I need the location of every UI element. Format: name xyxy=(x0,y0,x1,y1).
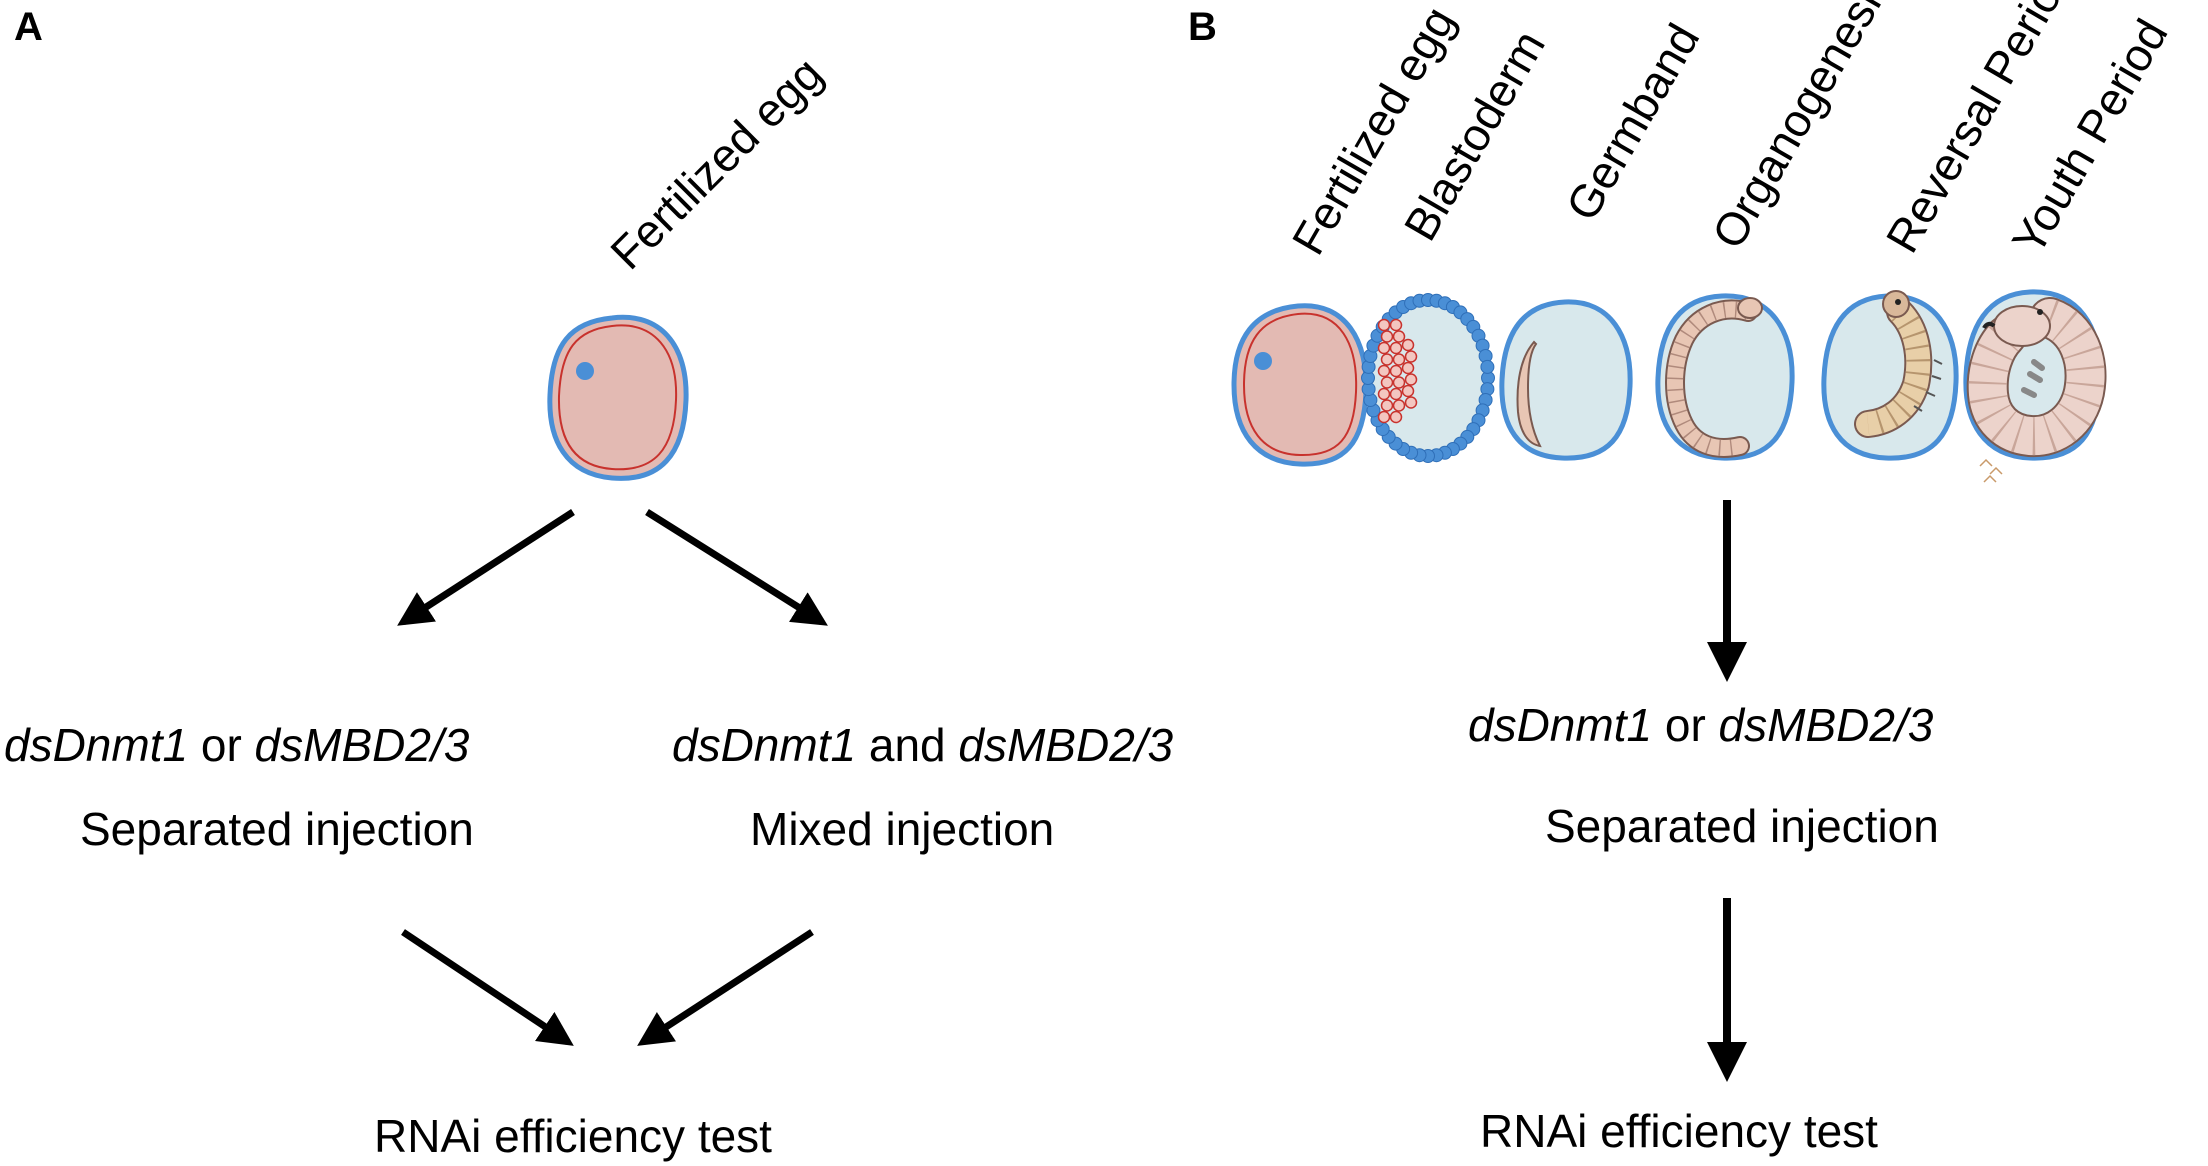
panel-a-egg-label: Fertilized egg xyxy=(600,47,832,279)
stage-reversal-period-icon xyxy=(1821,290,1959,461)
panel-a: A Fertilized egg dsDnmt1 or dsMBD2/3 Sep… xyxy=(4,5,1174,1162)
panel-a-fertilized-egg-icon xyxy=(547,314,689,481)
panel-b-treatments: dsDnmt1 or dsMBD2/3 xyxy=(1468,699,1934,751)
pole-cell xyxy=(1389,410,1403,424)
pole-cell xyxy=(1377,387,1391,401)
pole-cell xyxy=(1401,338,1415,352)
pole-cell xyxy=(1392,330,1406,343)
panel-a-right-connector: and xyxy=(856,719,958,771)
panel-b-treatment-1: dsDnmt1 xyxy=(1468,699,1652,751)
pole-cell xyxy=(1380,330,1394,343)
pole-cell xyxy=(1377,341,1391,355)
pole-cell xyxy=(1389,318,1403,332)
stage-organogenesis-icon xyxy=(1655,293,1795,461)
pole-cell xyxy=(1404,350,1418,363)
panel-a-letter: A xyxy=(14,5,43,49)
pole-cell xyxy=(1392,399,1406,412)
panel-a-left-treatment-1: dsDnmt1 xyxy=(4,719,188,771)
stage-youth-period-icon xyxy=(1963,289,2107,483)
pole-cell xyxy=(1389,341,1403,355)
pole-cell xyxy=(1389,387,1403,401)
panel-b: B Fertilized egg Blastoderm Germband Org… xyxy=(1188,0,2178,1157)
pole-cell xyxy=(1377,318,1391,332)
panel-a-right-treatment-2: dsMBD2/3 xyxy=(958,719,1173,771)
stage-label-organogenesis: Organogenesis xyxy=(1702,0,1903,257)
panel-a-left-treatments: dsDnmt1 or dsMBD2/3 xyxy=(4,719,470,771)
panel-a-arrow-right xyxy=(645,509,828,626)
panel-b-method: Separated injection xyxy=(1545,800,1939,852)
pole-cell xyxy=(1404,396,1418,409)
stage-germband-icon xyxy=(1499,299,1633,461)
panel-a-result: RNAi efficiency test xyxy=(374,1110,772,1162)
pole-cell xyxy=(1380,376,1394,389)
panel-a-right-method: Mixed injection xyxy=(750,803,1054,855)
pole-cell xyxy=(1392,376,1406,389)
pole-cell xyxy=(1380,399,1394,412)
panel-b-letter: B xyxy=(1188,5,1217,49)
panel-a-right-treatments: dsDnmt1 and dsMBD2/3 xyxy=(672,719,1174,771)
panel-b-treatment-2: dsMBD2/3 xyxy=(1719,699,1934,751)
pole-cell xyxy=(1404,373,1418,386)
stage-fertilized-egg-icon xyxy=(1231,303,1369,467)
stage-blastoderm-icon xyxy=(1361,293,1495,463)
panel-b-result: RNAi efficiency test xyxy=(1480,1105,1878,1157)
panel-a-arrow-converge-right xyxy=(637,929,814,1046)
pole-cell xyxy=(1377,410,1391,424)
pole-cell xyxy=(1389,364,1403,378)
panel-a-left-method: Separated injection xyxy=(80,803,474,855)
pole-cell xyxy=(1401,384,1415,398)
pole-cell xyxy=(1392,353,1406,366)
panel-a-arrow-left xyxy=(397,509,575,626)
pole-cell xyxy=(1377,364,1391,378)
pole-cell xyxy=(1401,361,1415,375)
panel-a-arrow-converge-left xyxy=(401,929,574,1046)
pole-cell xyxy=(1380,353,1394,366)
panel-a-right-treatment-1: dsDnmt1 xyxy=(672,719,856,771)
panel-a-left-connector: or xyxy=(188,719,254,771)
blastoderm-cell xyxy=(1480,359,1495,374)
panel-a-left-treatment-2: dsMBD2/3 xyxy=(255,719,470,771)
stage-label-germband: Germband xyxy=(1556,15,1710,229)
panel-b-connector: or xyxy=(1652,699,1718,751)
